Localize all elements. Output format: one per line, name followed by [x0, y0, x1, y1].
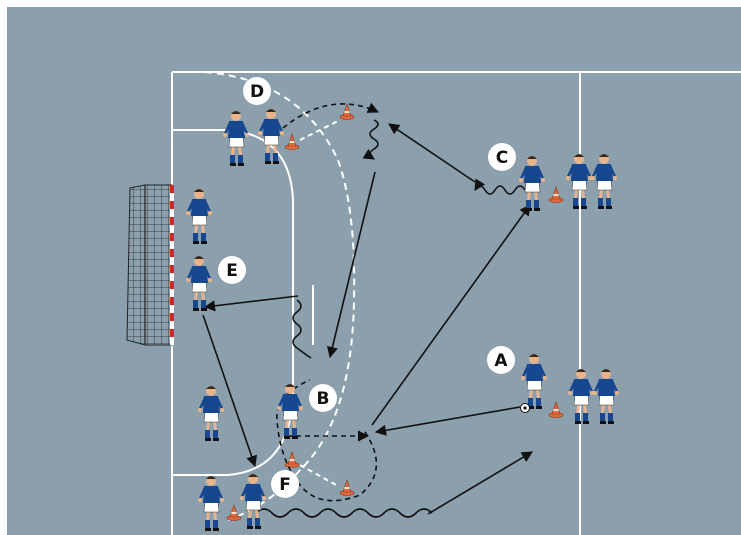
label-d: D [243, 77, 271, 105]
label-a-text: A [494, 351, 508, 371]
label-a: A [487, 346, 515, 374]
label-f-text: F [279, 475, 291, 495]
label-c: C [488, 143, 516, 171]
label-c-text: C [496, 148, 508, 168]
goal [127, 185, 172, 345]
label-b-text: B [317, 389, 330, 409]
label-e: E [218, 256, 246, 284]
label-e-text: E [226, 261, 238, 281]
ball [521, 404, 530, 413]
court-background [7, 7, 741, 535]
label-b: B [309, 384, 337, 412]
label-f: F [271, 470, 299, 498]
label-d-text: D [250, 82, 264, 102]
